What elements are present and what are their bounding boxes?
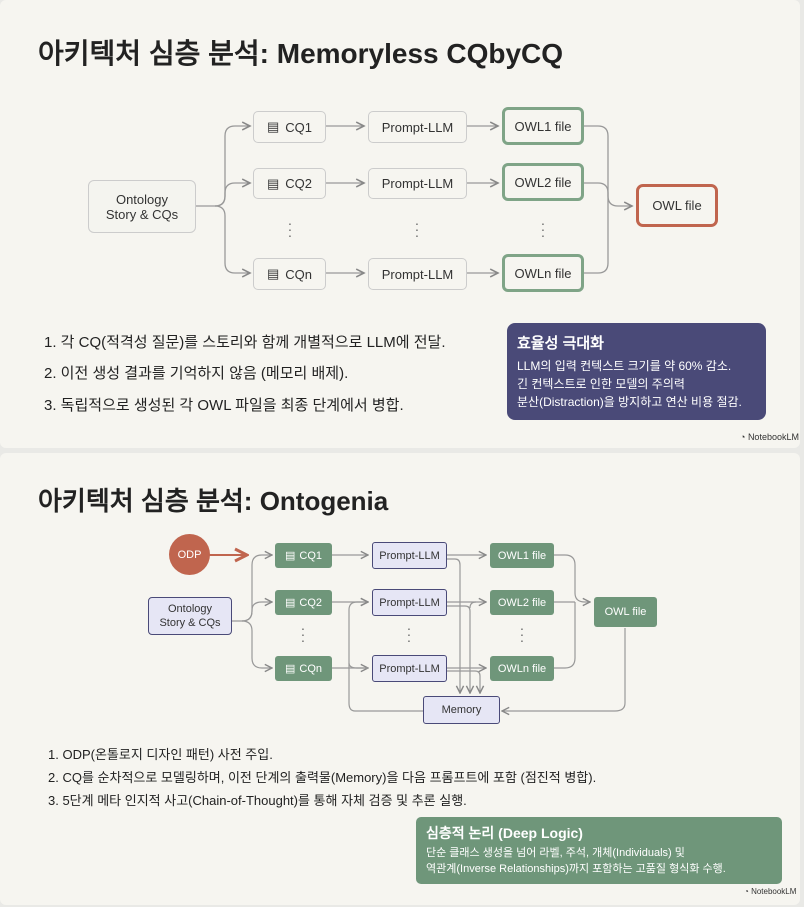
memory-box: Memory	[423, 696, 500, 724]
ellipsis: ···	[540, 215, 546, 243]
owl-file-n: OWLn file	[502, 254, 584, 292]
document-icon: ▤	[266, 175, 280, 191]
owl-merged-file: OWL file	[594, 597, 657, 627]
efficiency-card: 효율성 극대화 LLM의 입력 컨텍스트 크기를 약 60% 감소. 긴 컨텍스…	[507, 323, 766, 420]
document-icon: ▤	[284, 597, 296, 609]
input-box: Ontology Story & CQs	[88, 180, 196, 233]
owl-file-2: OWL2 file	[490, 590, 554, 615]
prompt-llm-n: Prompt-LLM	[372, 655, 447, 682]
odp-circle: ODP	[169, 534, 210, 575]
card-title: 효율성 극대화	[517, 335, 604, 352]
document-icon: ▤	[266, 266, 280, 281]
cq-box-1: ▤CQ1	[253, 111, 326, 143]
owl-file-1: OWL1 file	[502, 107, 584, 145]
list-item: 1. 각 CQ(적격성 질문)를 스토리와 함께 개별적으로 LLM에 전달.	[44, 334, 446, 351]
notebooklm-icon: ◔	[744, 887, 752, 896]
cq-box-n: ▤CQn	[253, 258, 326, 290]
flow-arrows	[209, 453, 626, 905]
notebooklm-logo: ◔ NotebookLM	[740, 432, 799, 442]
notebooklm-icon: ◔	[740, 432, 748, 442]
prompt-llm-1: Prompt-LLM	[368, 111, 467, 143]
card-title: 심층적 논리 (Deep Logic)	[426, 825, 583, 841]
ellipsis: ···	[519, 620, 525, 648]
document-icon: ▤	[284, 663, 296, 675]
ellipsis: ···	[300, 620, 306, 648]
document-icon: ▤	[266, 119, 280, 134]
list-item: 3. 독립적으로 생성된 각 OWL 파일을 최종 단계에서 병합.	[44, 397, 404, 414]
list-item: 2. 이전 생성 결과를 기억하지 않음 (메모리 배제).	[44, 365, 349, 382]
input-box: Ontology Story & CQs	[148, 597, 232, 635]
list-item: 1. ODP(온톨로지 디자인 패턴) 사전 주입.	[48, 747, 273, 762]
ellipsis: ···	[406, 620, 412, 648]
document-icon: ▤	[284, 550, 296, 562]
prompt-llm-1: Prompt-LLM	[372, 542, 447, 569]
page-title: 아키텍처 심층 분석: Memoryless CQbyCQ	[38, 38, 564, 69]
ellipsis: ···	[287, 215, 293, 243]
owl-file-1: OWL1 file	[490, 543, 554, 568]
ellipsis: ···	[414, 215, 420, 243]
deep-logic-card: 심층적 논리 (Deep Logic) 단순 클래스 생성을 넘어 라벨, 주석…	[416, 817, 782, 884]
owl-file-n: OWLn file	[490, 656, 554, 681]
list-item: 3. 5단계 메타 인지적 사고(Chain-of-Thought)를 통해 자…	[48, 793, 467, 808]
list-item: 2. CQ를 순차적으로 모델링하며, 이전 단계의 출력물(Memory)을 …	[48, 770, 597, 785]
notebooklm-logo: ◔ NotebookLM	[744, 887, 797, 896]
prompt-llm-n: Prompt-LLM	[368, 258, 467, 290]
flow-arrows	[196, 0, 800, 448]
cq-box-1: ▤CQ1	[275, 543, 332, 568]
slide-memoryless: 아키텍처 심층 분석: Memoryless CQbyCQ Ontology S…	[0, 0, 800, 448]
owl-file-2: OWL2 file	[502, 163, 584, 201]
prompt-llm-2: Prompt-LLM	[372, 589, 447, 616]
owl-merged-file: OWL file	[636, 184, 718, 227]
slide-ontogenia: 아키텍처 심층 분석: Ontogenia ODP Ontology Story…	[0, 453, 800, 905]
page-title: 아키텍처 심층 분석: Ontogenia	[38, 486, 389, 516]
cq-box-n: ▤CQn	[275, 656, 332, 681]
prompt-llm-2: Prompt-LLM	[368, 168, 467, 199]
cq-box-2: ▤CQ2	[253, 168, 326, 199]
cq-box-2: ▤CQ2	[275, 590, 332, 615]
